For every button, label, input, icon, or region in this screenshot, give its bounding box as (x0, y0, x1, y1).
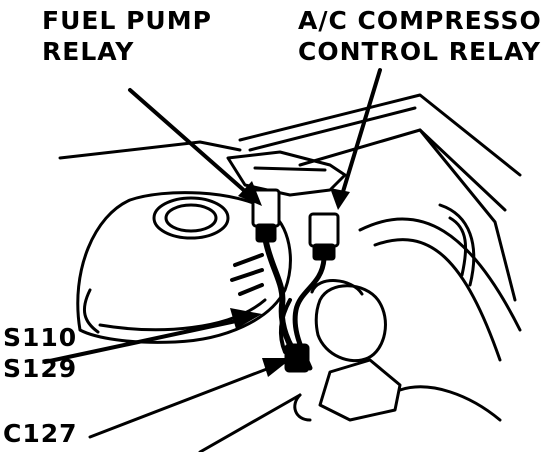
c127-arrowhead (262, 358, 292, 377)
strut-tower-rim (98, 298, 267, 332)
fuel-pump-relay-label-line2: RELAY (42, 37, 135, 66)
fuel-pump-relay-label: FUEL PUMP RELAY (42, 5, 212, 67)
lower-hose (398, 385, 502, 422)
splice-arrowhead (230, 308, 262, 329)
splice-pointer (43, 316, 252, 364)
strut-tower-base (82, 288, 100, 334)
lower-diagonal-line (198, 393, 302, 452)
ac-compressor-relay-label: A/C COMPRESSOR CONTROL RELAY (298, 5, 544, 67)
splice-label: S110 S129 (3, 322, 77, 384)
strut-mount-outer (152, 196, 230, 240)
ac-compressor-relay-label-line2: CONTROL RELAY (298, 37, 542, 66)
ac-relay-pointer (340, 68, 382, 197)
firewall-edge (238, 93, 522, 177)
duct-right (358, 217, 522, 332)
splice-label-s110: S110 (3, 323, 78, 352)
splice-label-s129: S129 (3, 354, 78, 383)
fuel-pump-relay-arrowhead (238, 181, 262, 206)
fender-edge (58, 140, 242, 160)
c127-pointer (88, 360, 287, 439)
hose-curve (438, 203, 476, 287)
fuel-pump-relay-pointer (128, 88, 257, 202)
cowl-line (248, 106, 417, 152)
air-cleaner (314, 284, 387, 363)
clamp-lower (293, 393, 312, 422)
strut-mount-inner (164, 203, 218, 233)
duct-right-inner (373, 238, 502, 362)
ac-relay-body (308, 212, 340, 248)
ac-relay-arrowhead (330, 188, 350, 210)
c127-label: C127 (3, 418, 78, 449)
fuel-pump-relay-label-line1: FUEL PUMP (42, 6, 212, 35)
strut-shading (230, 253, 264, 296)
air-cleaner-cap (310, 279, 364, 296)
strut-tower (76, 191, 292, 344)
wire-harness-3 (278, 298, 292, 354)
c127-label-text: C127 (3, 419, 78, 448)
hose-curve-2 (448, 216, 468, 277)
bracket-lower (318, 358, 402, 422)
fuel-pump-relay-connector (255, 223, 277, 243)
fender-right (418, 128, 517, 302)
relay-bracket-lip (253, 166, 327, 172)
ac-compressor-relay-label-line1: A/C COMPRESSOR (298, 6, 544, 35)
